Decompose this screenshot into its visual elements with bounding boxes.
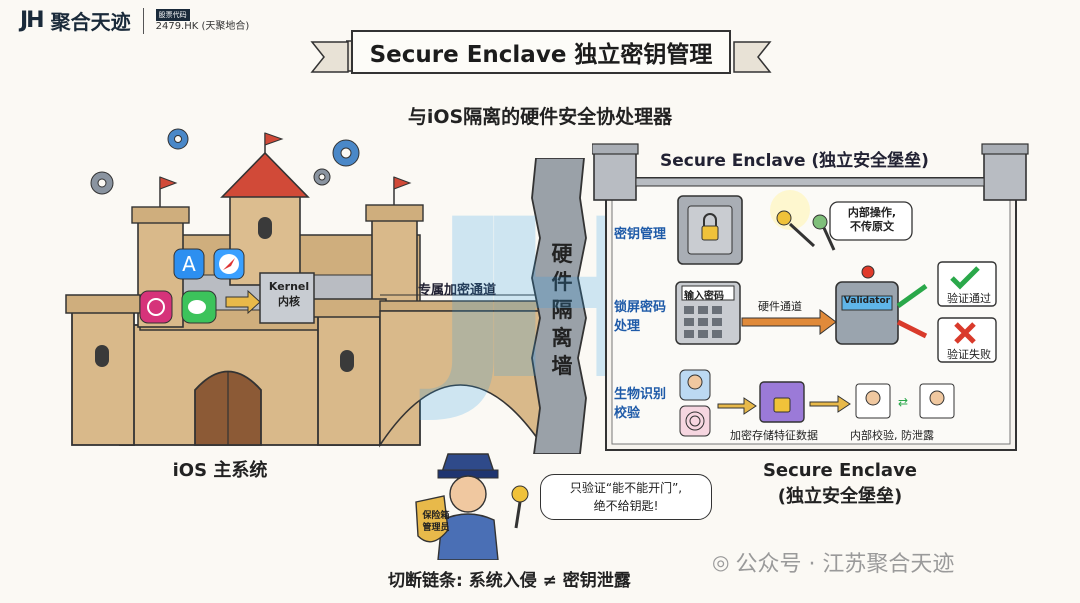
row-lock-line1: 锁屏密码	[614, 300, 667, 315]
kernel-box	[259, 272, 315, 324]
brand-logo: JH 聚合天迹 股票代码 2479.HK (天聚地合)	[20, 6, 249, 35]
fingerprint-icon	[679, 405, 711, 437]
guard-badge: 保险箱 管理员	[414, 510, 458, 534]
stock-info: 股票代码 2479.HK (天聚地合)	[155, 8, 250, 33]
watermark-mark: JH	[432, 172, 658, 428]
stock-code: 2479.HK (天聚地合)	[155, 20, 250, 32]
channel-label: 硬件通道	[758, 300, 802, 313]
key-icon	[776, 210, 792, 226]
ribbon-right-tail	[733, 41, 772, 73]
wechat-icon: ◎	[712, 550, 730, 574]
title-banner: Secure Enclave 独立密钥管理	[314, 27, 736, 77]
logo-mark: JH	[20, 8, 45, 33]
badge-line2: 管理员	[422, 523, 450, 533]
app-store-icon	[173, 248, 205, 280]
subtitle: 与iOS隔离的硬件安全协处理器	[407, 106, 673, 128]
speech-line1: 只验证“能不能开门”,	[569, 481, 683, 495]
pass-label: 验证通过	[947, 292, 991, 305]
bubble-line1: 内部操作,	[847, 206, 897, 219]
enclave-caption-line1: Secure Enclave	[762, 460, 918, 481]
wall-char: 墙	[551, 354, 573, 378]
validator-machine	[835, 281, 899, 345]
check-caption: 内部校验, 防泄露	[850, 429, 934, 442]
speech-bubble: 内部操作, 不传原文	[834, 206, 910, 234]
fail-label: 验证失败	[947, 348, 991, 361]
footer-caption: 切断链条: 系统入侵 ≠ 密钥泄露	[388, 571, 631, 591]
enclave-fortress: ⇄	[592, 143, 1029, 451]
wall-char: 隔	[551, 298, 573, 322]
enclave-caption: Secure Enclave (独立安全堡垒)	[730, 458, 950, 510]
logo-divider	[142, 7, 144, 34]
row-bio-line2: 校验	[614, 406, 641, 421]
svg-text:⇄: ⇄	[898, 395, 908, 409]
brand-name: 聚合天迹	[50, 10, 131, 34]
kernel-line1: Kernel	[268, 280, 310, 293]
key-icon	[511, 485, 529, 503]
kernel-line2: 内核	[278, 295, 300, 308]
enclave-caption-line2: (独立安全堡垒)	[777, 486, 903, 507]
speech-line2: 绝不给钥匙!	[593, 499, 659, 513]
wechat-watermark: ◎ 公众号 · 江苏聚合天迹	[712, 546, 954, 578]
bubble-line2: 不传原文	[850, 220, 894, 233]
row-lock: 锁屏密码 处理	[614, 298, 666, 336]
siren-icon	[861, 265, 875, 279]
page-title: Secure Enclave 独立密钥管理	[369, 42, 713, 68]
guard-illustration	[415, 453, 529, 560]
keypad-label: 输入密码	[684, 291, 724, 302]
fail-card	[937, 317, 997, 363]
store-caption: 加密存储特征数据	[730, 429, 818, 442]
watermark-text: 公众号 · 江苏聚合天迹	[735, 552, 955, 577]
enclave-header: Secure Enclave (独立安全堡垒)	[660, 151, 929, 171]
ios-castle-illustration: A	[65, 128, 540, 448]
ribbon-left-tail	[310, 41, 349, 73]
pass-card	[937, 261, 997, 307]
wall-char: 离	[551, 326, 573, 350]
row-bio: 生物识别 校验	[614, 385, 666, 423]
wall-label: 硬 件 隔 离 墙	[544, 240, 580, 380]
shield-badge-icon	[415, 495, 449, 543]
gear-icon	[90, 171, 114, 195]
stock-tag: 股票代码	[155, 8, 190, 21]
validator-label: Validator	[843, 296, 891, 306]
hardware-wall	[531, 158, 587, 454]
svg-text:A: A	[182, 252, 196, 276]
ios-caption: iOS 主系统	[172, 460, 268, 481]
guard-speech: 只验证“能不能开门”, 绝不给钥匙!	[540, 474, 712, 520]
row-bio-line1: 生物识别	[614, 387, 667, 402]
police-hat-icon	[441, 453, 495, 473]
row-key-mgmt: 密钥管理	[614, 227, 667, 242]
badge-line1: 保险箱	[422, 511, 450, 521]
kernel-label: Kernel 内核	[262, 279, 316, 309]
row-lock-line2: 处理	[614, 319, 641, 334]
bridge-label: 专属加密通道	[418, 283, 497, 298]
instagram-icon	[139, 290, 173, 324]
wall-char: 硬	[551, 242, 573, 266]
wall-char: 件	[551, 270, 573, 294]
